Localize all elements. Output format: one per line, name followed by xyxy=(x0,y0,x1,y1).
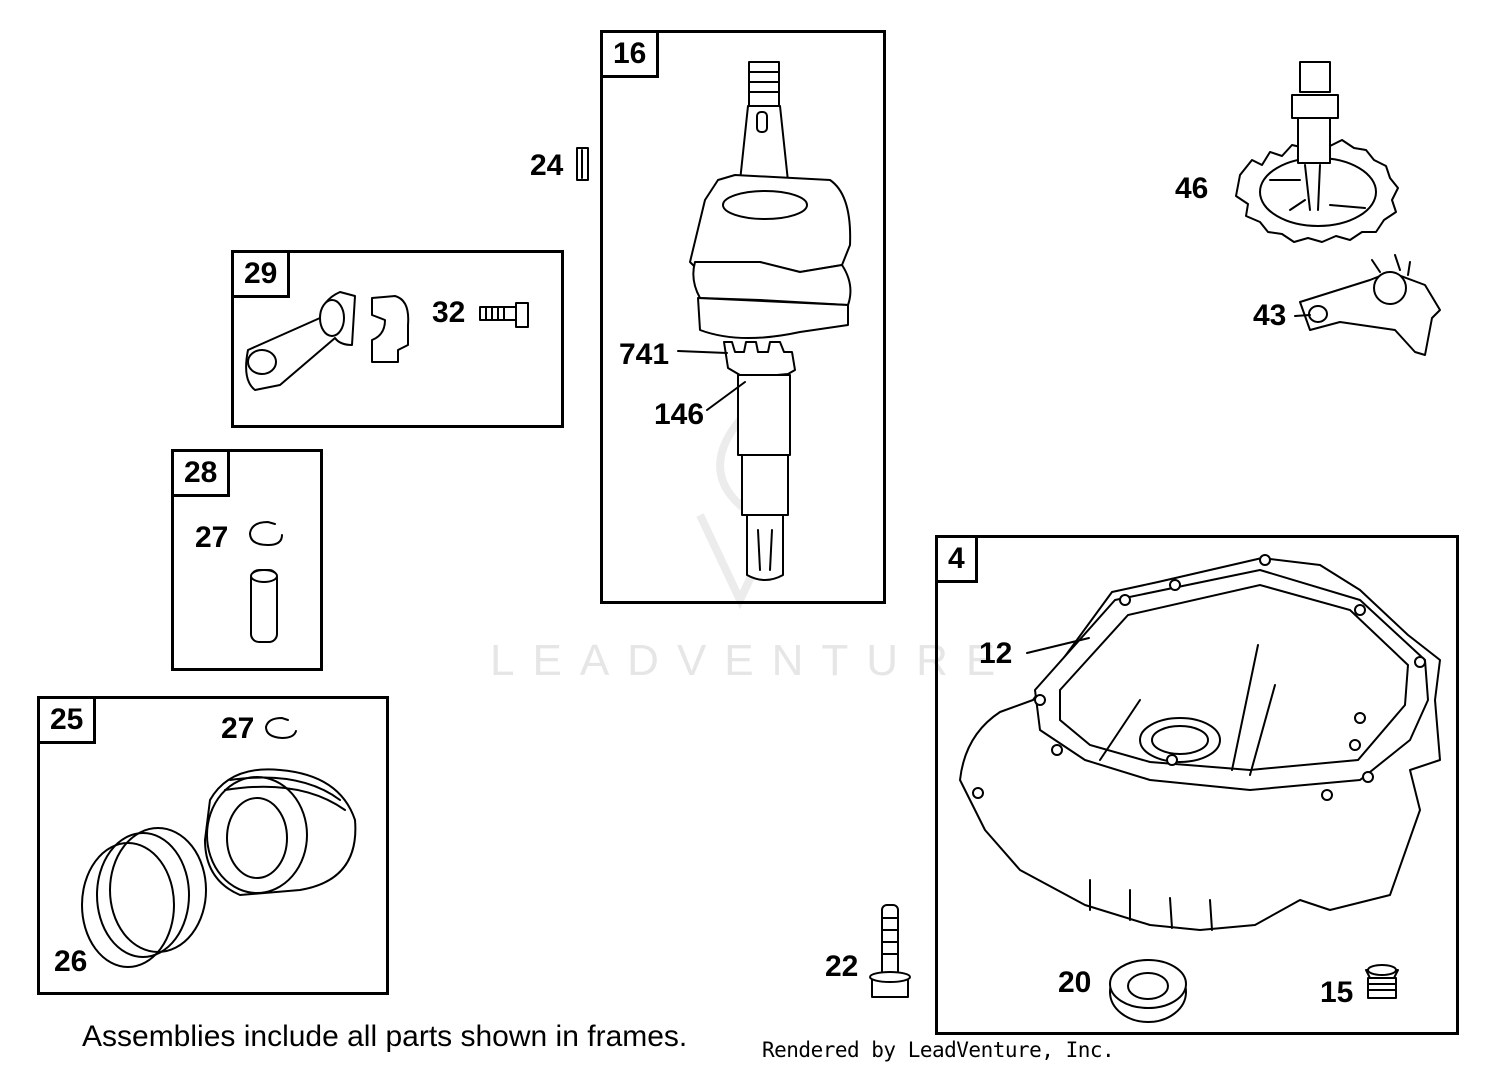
watermark: LEADVENTURE xyxy=(490,636,1014,685)
part-label-46: 46 xyxy=(1175,172,1209,205)
frame-tag-28: 28 xyxy=(171,449,231,497)
connecting-rod-part-29 xyxy=(245,291,529,391)
part-label-26: 26 xyxy=(54,945,88,978)
assembly-frame-4: 4 xyxy=(935,535,1459,1035)
frame-tag-25: 25 xyxy=(37,696,97,744)
part-label-20: 20 xyxy=(1058,966,1092,999)
part-label-27-frame-28: 27 xyxy=(195,521,229,554)
frame-tag-4: 4 xyxy=(935,535,978,583)
part-label-24: 24 xyxy=(530,149,564,182)
piston-part-25 xyxy=(81,716,357,968)
leader-lines xyxy=(677,314,1311,654)
assembly-frame-25: 25 xyxy=(37,696,389,995)
part-label-741: 741 xyxy=(619,338,670,371)
seal-part-20 xyxy=(1109,959,1187,1023)
bolt-part-22 xyxy=(869,904,911,998)
part-label-43: 43 xyxy=(1253,299,1287,332)
render-credit: Rendered by LeadVenture, Inc. xyxy=(762,1038,1115,1062)
part-label-27-frame-25: 27 xyxy=(221,712,255,745)
governor-part-43 xyxy=(1299,254,1441,356)
plug-part-15 xyxy=(1365,964,1399,999)
frame-tag-16: 16 xyxy=(600,30,660,78)
assembly-frame-29: 29 xyxy=(231,250,564,428)
part-label-32: 32 xyxy=(432,296,466,329)
part-label-15: 15 xyxy=(1320,976,1354,1009)
frame-tag-29: 29 xyxy=(231,250,291,298)
crankshaft-part-16 xyxy=(689,61,852,581)
key-part-24 xyxy=(576,147,589,181)
assemblies-note: Assemblies include all parts shown in fr… xyxy=(82,1020,688,1053)
piston-pin-part-28 xyxy=(248,520,283,643)
crankcase-part-4 xyxy=(959,554,1441,931)
assembly-frame-16: 16 xyxy=(600,30,886,604)
part-label-146: 146 xyxy=(654,398,705,431)
part-label-22: 22 xyxy=(825,950,859,983)
assembly-frame-28: 28 xyxy=(171,449,323,671)
part-label-12: 12 xyxy=(979,637,1013,670)
cam-gear-part-46 xyxy=(1235,61,1399,243)
